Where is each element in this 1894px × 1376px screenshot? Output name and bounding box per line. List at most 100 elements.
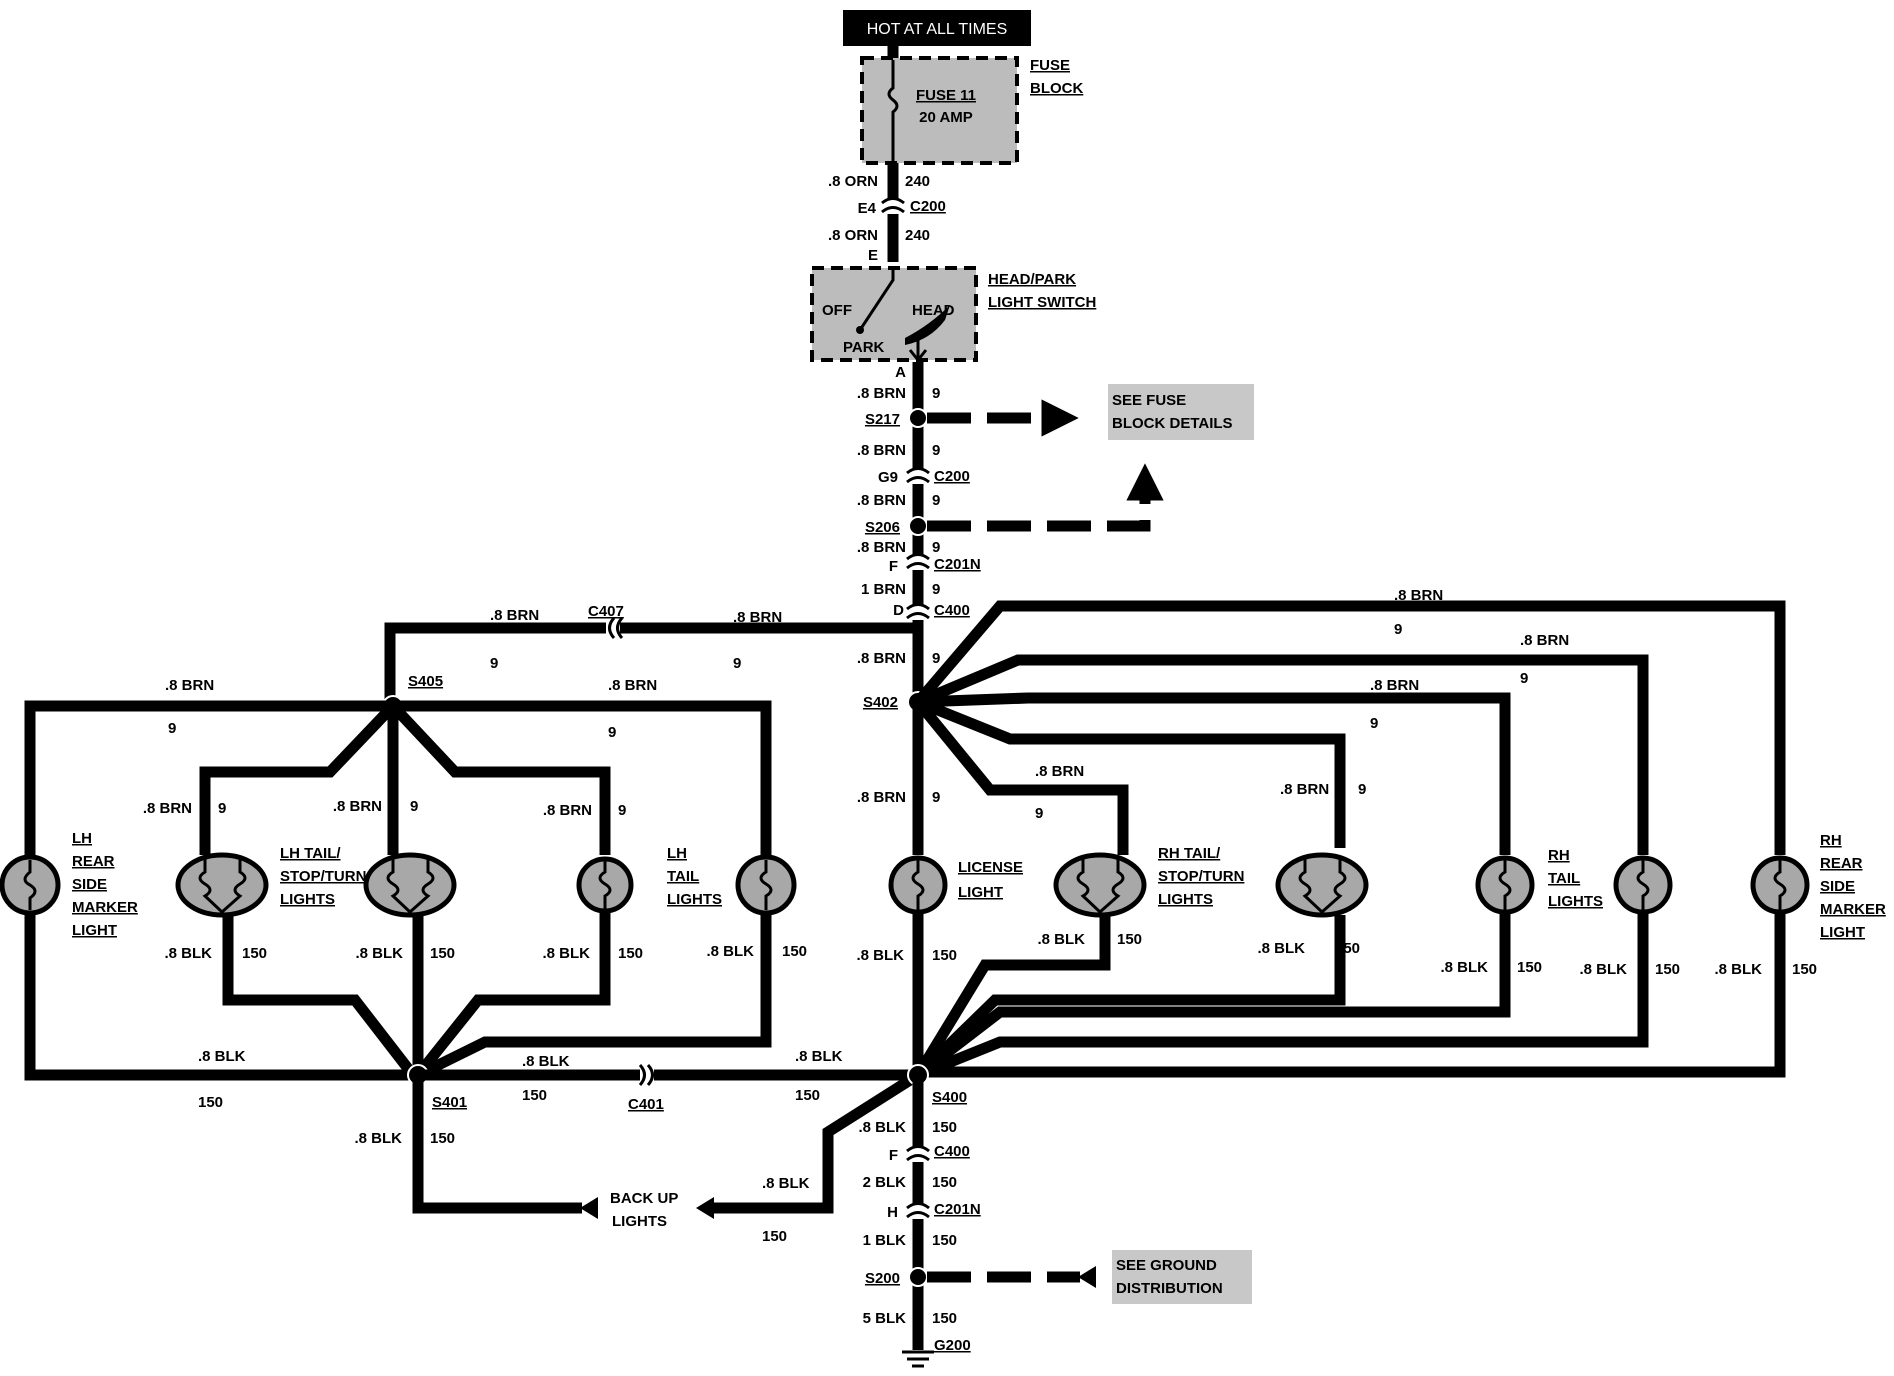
lh-tail-stop-line-3: LIGHTS bbox=[280, 891, 335, 908]
s206-to-fuse-details-wire bbox=[927, 463, 1164, 532]
switch-pin-a: A bbox=[895, 364, 906, 381]
left-outer-right-circuit: 9 bbox=[608, 724, 616, 741]
left-outer-left-gauge: .8 BRN bbox=[165, 677, 214, 694]
s206-label: S206 bbox=[865, 519, 900, 536]
w2-gauge: .8 ORN bbox=[828, 227, 878, 244]
c401-connector-icon bbox=[638, 1063, 654, 1087]
right-g4-gauge: .8 BLK bbox=[1579, 961, 1627, 978]
ground-dist-line-1: SEE GROUND bbox=[1116, 1257, 1217, 1274]
left-bottom-circuit: 150 bbox=[198, 1094, 223, 1111]
left-outer-left-circuit: 9 bbox=[168, 720, 176, 737]
left-g3-gauge: .8 BLK bbox=[542, 945, 590, 962]
fuse-11-label: FUSE 11 bbox=[916, 87, 976, 104]
switch-off-label: OFF bbox=[822, 302, 852, 319]
s400-label: S400 bbox=[932, 1089, 967, 1106]
c200-b-connector-icon bbox=[906, 467, 930, 484]
fuse-block-label-2: BLOCK bbox=[1030, 80, 1083, 97]
left-br1-circuit: 9 bbox=[218, 800, 226, 817]
lh-tail-line-2: TAIL bbox=[667, 868, 699, 885]
rh-tail-stop-line-3: LIGHTS bbox=[1158, 891, 1213, 908]
c200-connector-icon bbox=[881, 197, 905, 214]
fuse-block-label-1: FUSE bbox=[1030, 57, 1070, 74]
lh-rear-marker-line-3: SIDE bbox=[72, 876, 107, 893]
w6-circuit: 9 bbox=[932, 539, 940, 556]
right-g2-gauge: .8 BLK bbox=[1257, 940, 1305, 957]
lh-rear-marker-line-5: LIGHT bbox=[72, 922, 117, 939]
right-g1-gauge: .8 BLK bbox=[1037, 931, 1085, 948]
ground-w1-gauge: .8 BLK bbox=[858, 1119, 906, 1136]
rh-rear-marker-label: RH REAR SIDE MARKER LIGHT bbox=[1820, 832, 1886, 941]
wire-lh-tail-inner-feed bbox=[388, 702, 611, 855]
rh-rear-marker-line-3: SIDE bbox=[1820, 878, 1855, 895]
switch-head-label: HEAD bbox=[912, 302, 955, 319]
left-g2-circuit: 150 bbox=[430, 945, 455, 962]
left-outer-right-gauge: .8 BRN bbox=[608, 677, 657, 694]
c401-label: C401 bbox=[628, 1096, 664, 1113]
rh-tail-lamp-inner bbox=[1475, 855, 1535, 915]
backup-circuit: 150 bbox=[762, 1228, 787, 1245]
w1-circuit: 240 bbox=[905, 173, 930, 190]
right-lic-gauge: .8 BRN bbox=[857, 789, 906, 806]
lh-rear-marker-line-4: MARKER bbox=[72, 899, 138, 916]
w5-gauge: .8 BRN bbox=[857, 492, 906, 509]
lh-tail-line-1: LH bbox=[667, 845, 687, 862]
s405-label: S405 bbox=[408, 673, 443, 690]
left-top-right-circuit: 9 bbox=[733, 655, 741, 672]
backup-line-2: LIGHTS bbox=[612, 1213, 667, 1230]
license-line-1: LICENSE bbox=[958, 859, 1023, 876]
w1-gauge: .8 ORN bbox=[828, 173, 878, 190]
rh-tail-stop-label: RH TAIL/ STOP/TURN LIGHTS bbox=[1158, 845, 1244, 908]
s200-splice bbox=[908, 1267, 928, 1287]
license-line-2: LIGHT bbox=[958, 884, 1003, 901]
ground-w4-gauge: 5 BLK bbox=[863, 1310, 907, 1327]
ground-c201n-pin: H bbox=[887, 1204, 898, 1221]
wire-rh-tail-stop-b-ground bbox=[914, 915, 1346, 1079]
rh-tail-stop-turn-lamp-a bbox=[1053, 852, 1147, 918]
bulb-filament-icon bbox=[1636, 860, 1650, 910]
lh-rear-marker-line-2: REAR bbox=[72, 853, 115, 870]
wire-lh-tail-stop-a-ground bbox=[222, 915, 418, 1079]
switch-arm-icon bbox=[858, 270, 895, 331]
w6-gauge: .8 BRN bbox=[857, 539, 906, 556]
bulb-filament-icon bbox=[911, 860, 925, 910]
ground-c400-pin: F bbox=[889, 1147, 898, 1164]
c401-circuit: 150 bbox=[522, 1087, 547, 1104]
dual-filament-icon bbox=[386, 858, 435, 915]
dual-filament-icon bbox=[1076, 858, 1125, 915]
fuse-block: FUSE 11 20 AMP bbox=[860, 56, 1019, 165]
wire-rh-tail-outer-feed bbox=[915, 654, 1649, 855]
s200-label: S200 bbox=[865, 1270, 900, 1287]
right-g2-circuit: 150 bbox=[1335, 940, 1360, 957]
wire-rh-tail-stop-a-feed bbox=[913, 698, 1129, 855]
w2-circuit: 240 bbox=[905, 227, 930, 244]
switch-pin-e: E bbox=[868, 247, 878, 264]
c200-label: C200 bbox=[910, 198, 946, 215]
c407-label: C407 bbox=[588, 603, 624, 620]
bulb-filament-icon bbox=[598, 860, 612, 910]
right-g-lic-circuit: 150 bbox=[932, 947, 957, 964]
right-w1-circuit: 9 bbox=[1394, 621, 1402, 638]
right-w1-gauge: .8 BRN bbox=[1394, 587, 1443, 604]
c201n-label: C201N bbox=[934, 556, 981, 573]
left-down-gauge: .8 BLK bbox=[354, 1130, 402, 1147]
rh-tail-stop-turn-lamp-b bbox=[1275, 852, 1369, 918]
left-br3-circuit: 9 bbox=[618, 802, 626, 819]
left-top-left-gauge: .8 BRN bbox=[490, 607, 539, 624]
switch-output-arrow-icon bbox=[908, 340, 928, 363]
c400-b-connector-icon bbox=[906, 1145, 930, 1162]
left-g4-circuit: 150 bbox=[782, 943, 807, 960]
right-g5-circuit: 150 bbox=[1792, 961, 1817, 978]
backup-arrow-left-icon bbox=[580, 1197, 598, 1219]
rh-tail-line-1: RH bbox=[1548, 847, 1570, 864]
lh-tail-stop-line-2: STOP/TURN bbox=[280, 868, 366, 885]
wire-backup-to-s400 bbox=[712, 1070, 921, 1214]
bulb-filament-icon bbox=[1773, 860, 1787, 910]
ground-c201n-label: C201N bbox=[934, 1201, 981, 1218]
c201n-b-connector-icon bbox=[906, 1202, 930, 1219]
lh-tail-stop-turn-lamp-b bbox=[363, 852, 457, 918]
c400-label: C400 bbox=[934, 602, 970, 619]
ground-c400-label: C400 bbox=[934, 1143, 970, 1160]
ground-symbol-icon bbox=[902, 1350, 934, 1368]
left-down-circuit: 150 bbox=[430, 1130, 455, 1147]
